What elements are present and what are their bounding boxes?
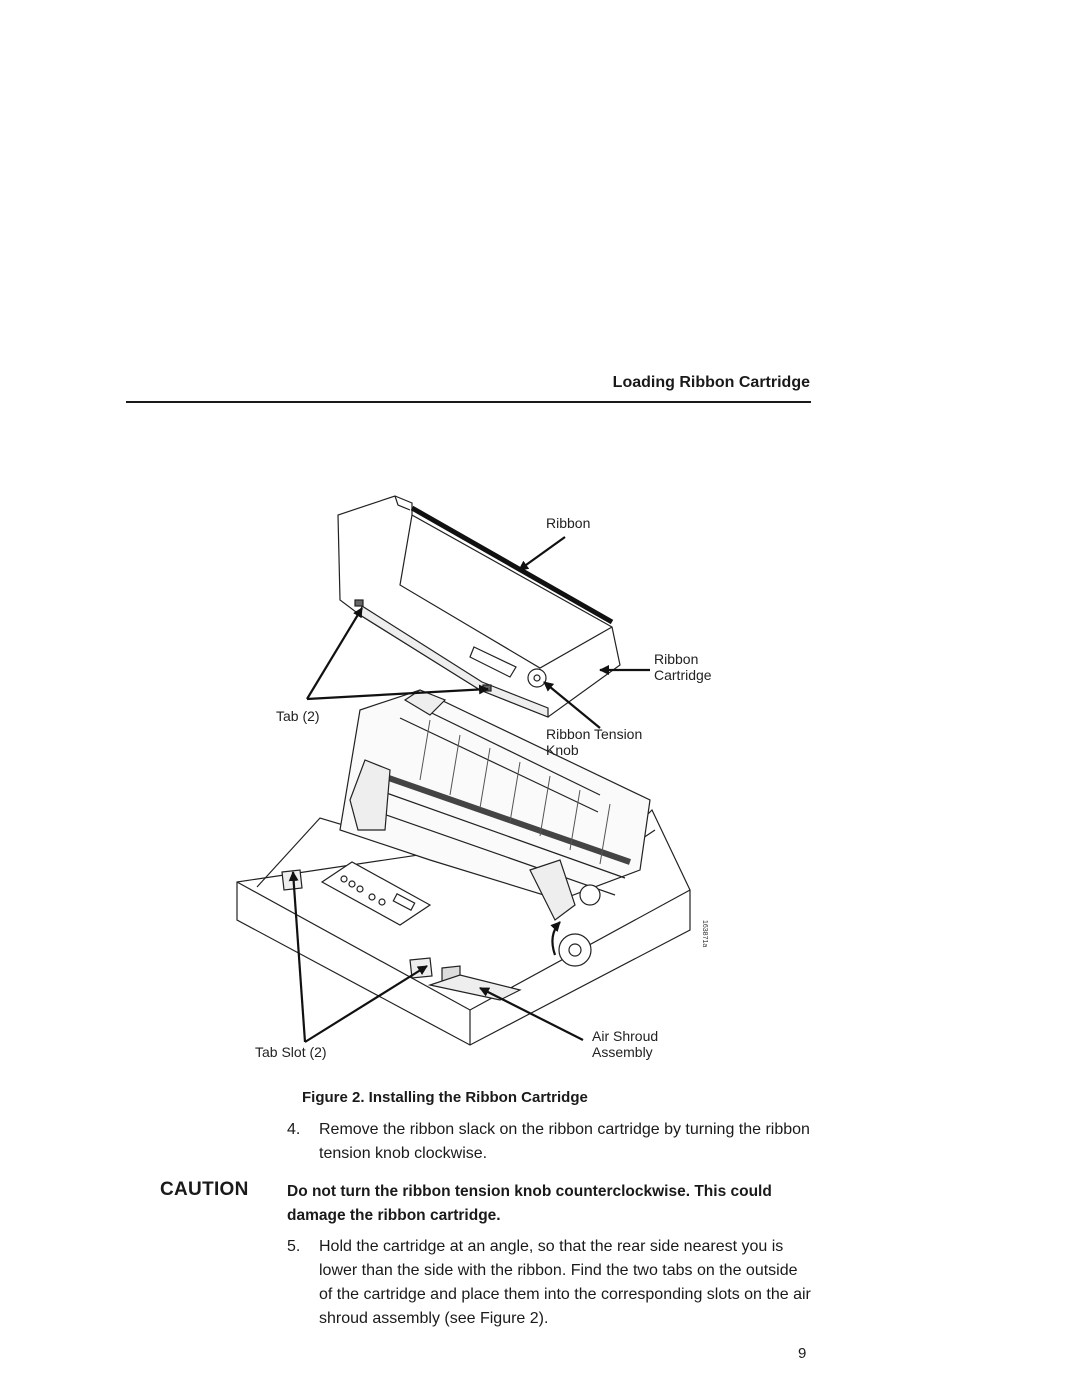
tab-slot-callout-arrow-1 xyxy=(288,871,307,1043)
label-air-shroud-line1: Air Shroud xyxy=(592,1028,658,1044)
air-shroud-callout-arrow xyxy=(479,987,584,1041)
tension-knob-callout-arrow xyxy=(543,681,601,729)
label-ribbon-cartridge-line1: Ribbon xyxy=(654,651,698,667)
tab-callout-arrow-2 xyxy=(306,684,489,701)
label-ribbon-tension-knob-line2: Knob xyxy=(546,742,579,758)
caution-text: Do not turn the ribbon tension knob coun… xyxy=(287,1183,772,1224)
tab-slot-callout-arrow-2 xyxy=(304,965,428,1043)
label-ribbon-cartridge-line2: Cartridge xyxy=(654,667,712,683)
printer-drawing xyxy=(236,689,691,1046)
step-5: 5. Hold the cartridge at an angle, so th… xyxy=(287,1235,812,1331)
label-tab-slot: Tab Slot (2) xyxy=(255,1044,327,1060)
tab-callout-arrow-1 xyxy=(306,607,363,700)
step-text: Hold the cartridge at an angle, so that … xyxy=(319,1238,811,1327)
header-rule xyxy=(126,401,811,403)
label-tab: Tab (2) xyxy=(276,708,320,724)
figure-code: 163871a xyxy=(701,920,708,947)
page-number: 9 xyxy=(798,1345,807,1362)
step-4: 4. Remove the ribbon slack on the ribbon… xyxy=(287,1118,812,1166)
rotation-arrow xyxy=(550,921,561,956)
section-header-title: Loading Ribbon Cartridge xyxy=(612,374,810,391)
callout-lines xyxy=(288,536,650,1043)
step-number: 5. xyxy=(287,1238,301,1255)
step-text: Remove the ribbon slack on the ribbon ca… xyxy=(319,1121,810,1162)
label-ribbon-tension-knob-line1: Ribbon Tension xyxy=(546,726,642,742)
label-ribbon: Ribbon xyxy=(546,515,590,531)
figure-caption: Figure 2. Installing the Ribbon Cartridg… xyxy=(302,1089,588,1106)
step-number: 4. xyxy=(287,1121,301,1138)
ribbon-callout-arrow xyxy=(518,536,566,571)
caution-label: CAUTION xyxy=(160,1179,249,1200)
label-air-shroud-line2: Assembly xyxy=(592,1044,653,1060)
